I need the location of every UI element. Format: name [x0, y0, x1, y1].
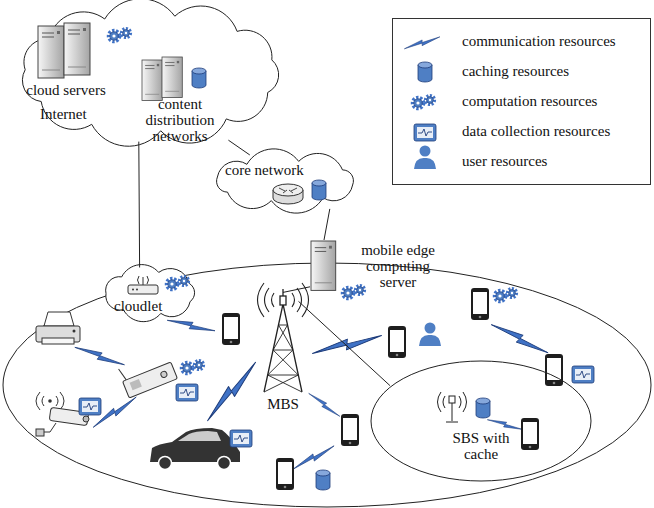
- data-icon: [176, 384, 198, 401]
- compute-icon: [343, 285, 365, 298]
- cloud-region: core network: [205, 150, 365, 212]
- camera: [36, 429, 44, 436]
- sbs-antenna: [438, 392, 467, 422]
- sbs-antenna: [449, 396, 455, 403]
- printer: [42, 338, 74, 344]
- node-label: content distribution networks: [126, 96, 234, 144]
- node-label: MBS: [252, 396, 314, 412]
- compute-icon: [182, 360, 204, 373]
- legend-icon: [403, 36, 441, 49]
- data-icon: [79, 398, 101, 415]
- legend-text: data collection resources: [462, 123, 610, 139]
- sensor-board: [160, 370, 168, 378]
- data-icon: [572, 366, 594, 383]
- mbs-tower: [258, 283, 309, 317]
- bolts: [74, 314, 548, 470]
- sbs-antenna: [446, 422, 458, 423]
- connector-line: [138, 142, 140, 268]
- compute-icon: [495, 288, 517, 301]
- mbs-tower: [282, 289, 283, 296]
- legend-icon: [414, 124, 436, 141]
- phones: [222, 288, 563, 490]
- phones: [388, 326, 406, 358]
- sbs-antenna: [452, 402, 453, 421]
- phones: [471, 288, 489, 320]
- camera: [83, 416, 89, 422]
- mec-server: [311, 241, 336, 290]
- legend-icon: [413, 95, 435, 108]
- legend-text: communication resources: [462, 33, 616, 49]
- cache-icon: [476, 398, 490, 418]
- bolts: [308, 390, 340, 420]
- legend-text: user resources: [462, 153, 547, 169]
- camera: [48, 399, 52, 403]
- car: [150, 428, 240, 470]
- bolts: [311, 334, 383, 354]
- bolts: [74, 341, 124, 371]
- legend-text: caching resources: [462, 63, 569, 79]
- cloud-outline: [22, 0, 278, 146]
- phones: [521, 418, 539, 450]
- printer: [73, 330, 76, 333]
- printer: [36, 312, 80, 344]
- cloud-outline: [217, 149, 354, 213]
- camera: [36, 392, 64, 410]
- phones: [276, 458, 294, 490]
- node-label: cloudlet: [114, 298, 194, 314]
- legend-text: computation resources: [462, 93, 597, 109]
- sensor-board: [123, 362, 178, 398]
- legend-icon: [414, 146, 436, 170]
- node-label: core network: [225, 162, 355, 178]
- mbs-tower: [264, 325, 302, 392]
- user-icon: [419, 323, 441, 347]
- mbs-tower: [258, 283, 309, 392]
- cache-icon: [316, 470, 330, 490]
- bolts: [167, 314, 215, 337]
- server-group: content distribution networks: [126, 48, 234, 144]
- phones: [222, 313, 240, 345]
- cell-outline: [371, 361, 591, 481]
- node-outline: [205, 150, 365, 212]
- node-outline: [370, 360, 592, 482]
- node-label: cloud servers: [18, 82, 114, 98]
- base-station: MBS: [252, 286, 314, 414]
- cloud-outline: [106, 265, 195, 322]
- connector-line: [324, 209, 330, 240]
- node-label: mobile edge computing server: [352, 242, 444, 290]
- cloud-region: cloudlet: [98, 264, 202, 322]
- mbs-tower: [264, 304, 302, 392]
- car: [178, 431, 221, 441]
- bolts: [491, 318, 549, 360]
- connector-line: [299, 301, 390, 385]
- sensor-board: [118, 350, 178, 398]
- small-cell: SBS with cache: [370, 360, 592, 482]
- node-label: SBS with cache: [446, 430, 516, 462]
- connector-line: [228, 140, 249, 155]
- server-node: mobile edge computing server: [310, 240, 338, 292]
- mbs-tower: [280, 296, 286, 305]
- sbs-antenna: [438, 392, 467, 412]
- car: [218, 457, 231, 470]
- bolts: [201, 361, 263, 421]
- legend-icon: [418, 62, 432, 82]
- coverage-ellipse: [3, 263, 651, 507]
- mec-server: [311, 241, 336, 290]
- sensor-board: [130, 379, 142, 390]
- bolts: [291, 445, 337, 470]
- data-icon: [230, 430, 252, 447]
- node-label: Internet: [40, 106, 120, 122]
- phones: [341, 414, 359, 446]
- server-group: cloud servers: [18, 12, 114, 100]
- car: [159, 457, 172, 470]
- sensor-board: [119, 368, 127, 381]
- printer: [44, 312, 74, 326]
- cloud-region: Internet cloud servers content distributio…: [10, 0, 290, 146]
- connector-line: [283, 287, 310, 293]
- phones: [545, 354, 563, 386]
